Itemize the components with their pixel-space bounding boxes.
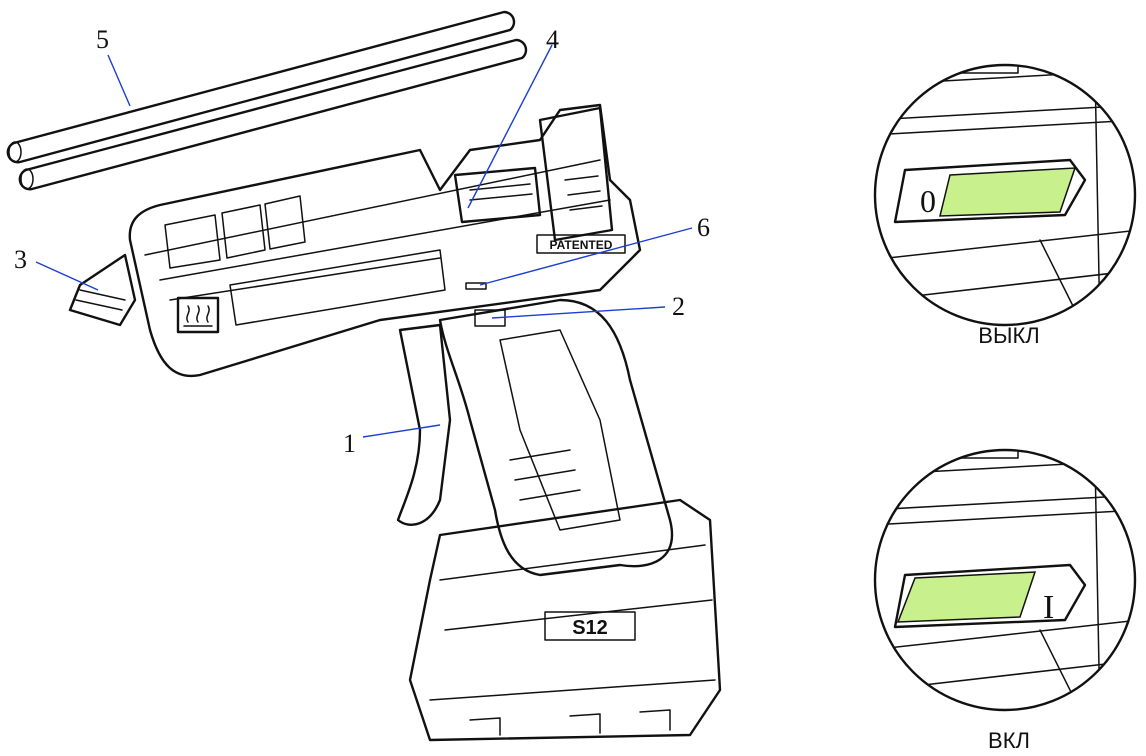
indicator-light — [465, 282, 487, 290]
nozzle — [68, 253, 137, 327]
switch-slot-off — [893, 158, 1087, 224]
leader-lines — [35, 44, 693, 438]
brand-plate-text: PATENTED — [550, 238, 613, 252]
switch-on-symbol: I — [1043, 589, 1054, 626]
switch-off-label: ВЫКЛ — [978, 323, 1039, 348]
switch-slider-off — [939, 167, 1077, 217]
battery-model-plate — [544, 611, 636, 641]
callout-3: 3 — [14, 245, 27, 274]
battery-model-text: S12 — [572, 617, 608, 639]
switch-off-symbol: 0 — [920, 183, 936, 219]
callout-2: 2 — [672, 292, 685, 321]
switch-detail-on: I — [873, 448, 1137, 712]
stick-feed-opening — [453, 166, 542, 224]
callout-6: 6 — [697, 213, 710, 242]
callout-4: 4 — [546, 25, 559, 54]
switch-slider-on — [896, 571, 1037, 623]
heat-symbol-icon — [176, 296, 220, 334]
callout-5: 5 — [96, 25, 109, 54]
switch-on-label: ВКЛ — [988, 728, 1030, 753]
power-switch — [474, 309, 506, 327]
trigger — [396, 323, 452, 526]
switch-detail-off: 0 — [873, 63, 1137, 327]
switch-slot-on — [893, 563, 1087, 629]
glue-gun-body — [68, 103, 722, 742]
glue-sticks — [6, 10, 528, 191]
callout-1: 1 — [343, 429, 356, 458]
